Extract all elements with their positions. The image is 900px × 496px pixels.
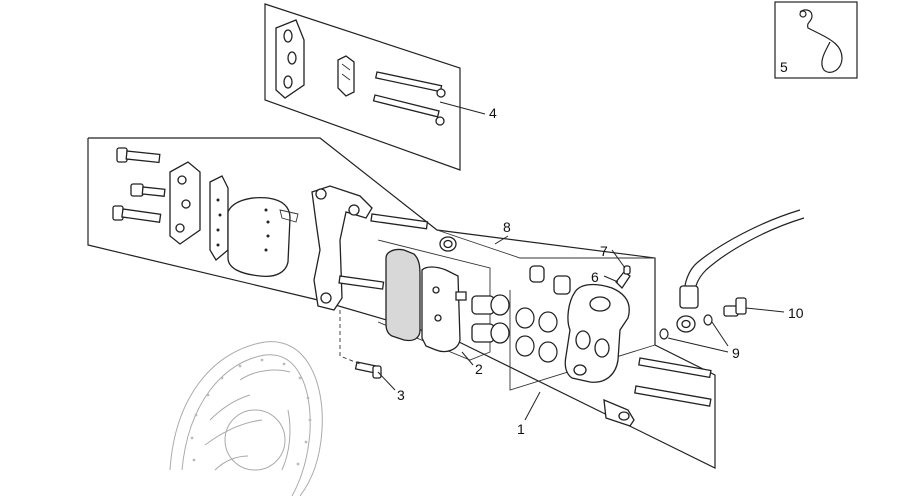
callout-9: 9 — [732, 345, 740, 361]
brake-pads — [385, 248, 467, 353]
callout-8: 8 — [503, 219, 511, 235]
screw-3 — [339, 310, 382, 379]
caliper-body — [564, 283, 635, 427]
callout-4: 4 — [489, 105, 497, 121]
pad-kit-contents — [275, 19, 446, 126]
callout-1: 1 — [517, 421, 525, 437]
spring-clip-5 — [799, 9, 843, 73]
pad-shim — [227, 196, 299, 278]
leader-lines — [377, 101, 785, 421]
mounting-bolts — [112, 147, 166, 223]
main-frame-outline — [87, 137, 716, 469]
bleeder-valve — [615, 265, 631, 290]
bracket-plate — [169, 161, 229, 261]
pistons-and-seals — [439, 236, 571, 363]
callout-10: 10 — [788, 305, 804, 321]
clip-box-frame — [774, 1, 858, 79]
callout-5: 5 — [780, 59, 788, 75]
callout-2: 2 — [475, 361, 483, 377]
callout-3: 3 — [397, 387, 405, 403]
pad-kit-frame — [264, 3, 461, 171]
brake-disc — [169, 341, 323, 496]
brake-hose-assembly — [659, 209, 805, 340]
guide-pins — [634, 357, 712, 407]
callout-6: 6 — [591, 269, 599, 285]
subframe-8-outline — [436, 229, 655, 259]
callout-7: 7 — [600, 243, 608, 259]
caliper-bracket — [311, 185, 429, 311]
